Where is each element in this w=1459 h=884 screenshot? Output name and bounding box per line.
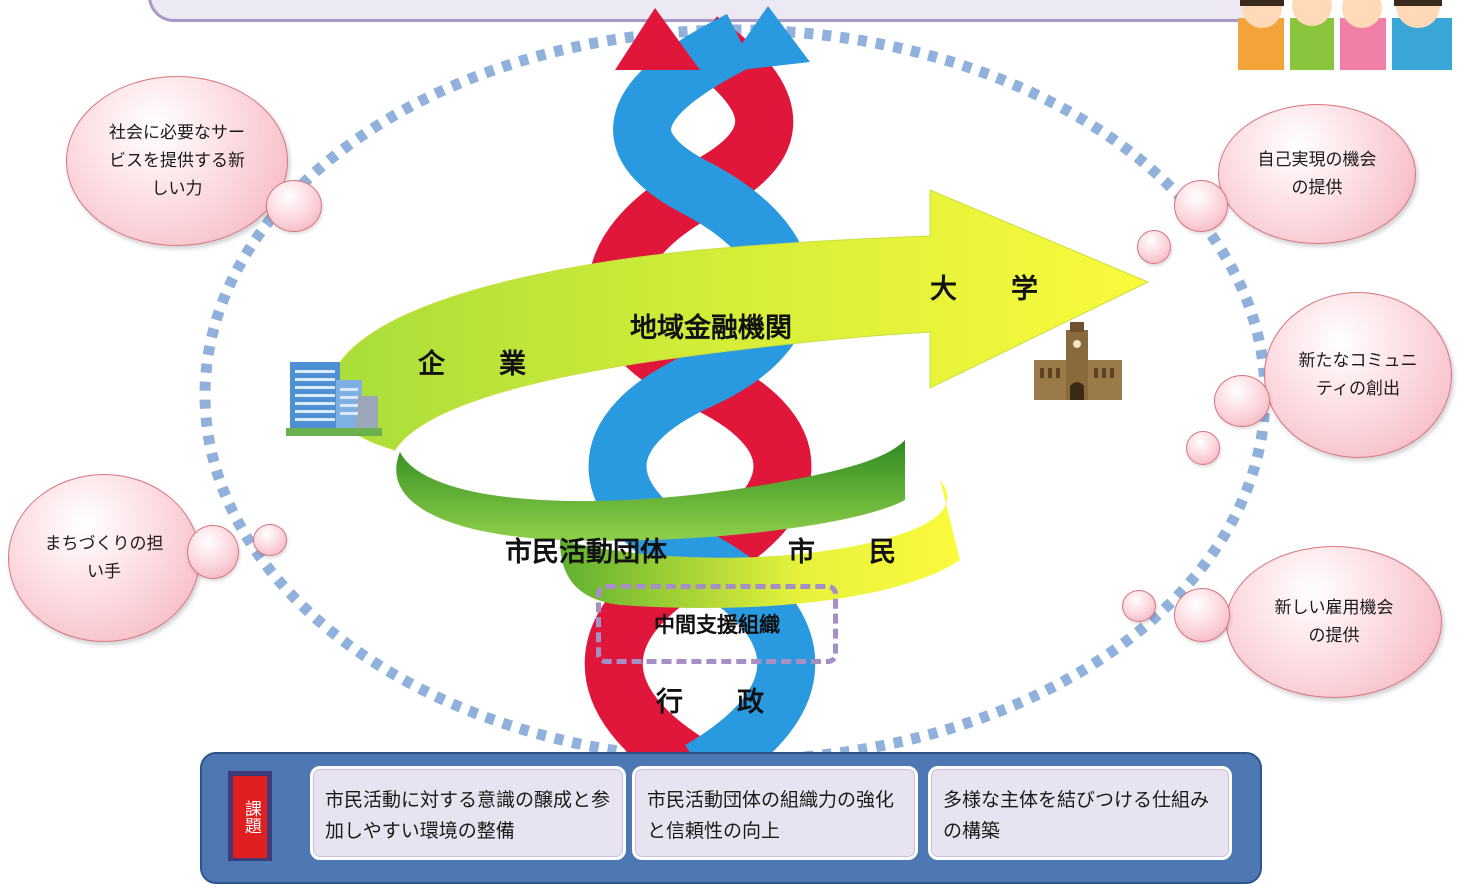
actor-regional-finance: 地域金融機関 — [630, 313, 792, 344]
helix-blue-arrowhead — [722, 6, 810, 72]
bubble-dot — [1186, 431, 1220, 465]
bubble-dot — [253, 524, 287, 556]
bubble-social-power: 社会に必要なサービスを提供する新しい力 — [66, 76, 288, 246]
bubble-new-employment: 新しい雇用機会の提供 — [1226, 546, 1442, 698]
bubble-machizukuri: まちづくりの担い手 — [8, 474, 200, 642]
bubble-social-power-text: 社会に必要なサービスを提供する新しい力 — [109, 122, 245, 200]
bubble-machizukuri-text: まちづくりの担い手 — [44, 533, 164, 582]
bubble-self-realization-text: 自己実現の機会の提供 — [1257, 149, 1377, 198]
bubble-new-employment-text: 新しい雇用機会の提供 — [1274, 597, 1394, 646]
bubble-self-realization: 自己実現の機会の提供 — [1218, 104, 1416, 244]
issue-item-text: 市民活動に対する意識の醸成と参加しやすい環境の整備 — [325, 789, 611, 843]
issue-item: 多様な主体を結びつける仕組みの構築 — [928, 766, 1232, 860]
bubble-dot — [1122, 590, 1156, 622]
actor-citizens: 市 民 — [788, 537, 896, 568]
bubble-new-community-text: 新たなコミュニティの創出 — [1298, 350, 1418, 399]
actor-university: 大 学 — [930, 274, 1038, 305]
issue-item: 市民活動に対する意識の醸成と参加しやすい環境の整備 — [310, 766, 626, 860]
bubble-dot — [187, 525, 239, 579]
actor-civic-groups: 市民活動団体 — [505, 537, 667, 568]
bubble-dot — [1137, 230, 1171, 264]
helix-red-arrowhead — [615, 8, 700, 70]
bubble-dot — [266, 180, 322, 232]
university-building-icon — [1034, 322, 1122, 400]
actor-company: 企 業 — [418, 349, 526, 380]
actor-government: 行 政 — [656, 687, 764, 718]
issue-item-text: 多様な主体を結びつける仕組みの構築 — [943, 789, 1210, 843]
issue-item-text: 市民活動団体の組織力の強化と信頼性の向上 — [647, 789, 895, 843]
issue-item: 市民活動団体の組織力の強化と信頼性の向上 — [632, 766, 918, 860]
bubble-dot — [1214, 375, 1270, 427]
bubble-dot — [1174, 588, 1230, 642]
children-illustration — [1238, 0, 1452, 70]
actor-intermediary: 中間支援組織 — [596, 584, 838, 664]
office-buildings-icon — [286, 362, 382, 436]
bubble-dot — [1174, 180, 1228, 232]
double-helix — [584, 14, 816, 796]
bubble-new-community: 新たなコミュニティの創出 — [1264, 292, 1452, 458]
spiral-back-band — [396, 440, 905, 541]
issues-label: 課題 — [233, 776, 267, 858]
spiral-lower-band — [560, 480, 960, 608]
helix-blue-strand — [588, 14, 816, 796]
spiral-main-arrow — [329, 189, 1150, 451]
